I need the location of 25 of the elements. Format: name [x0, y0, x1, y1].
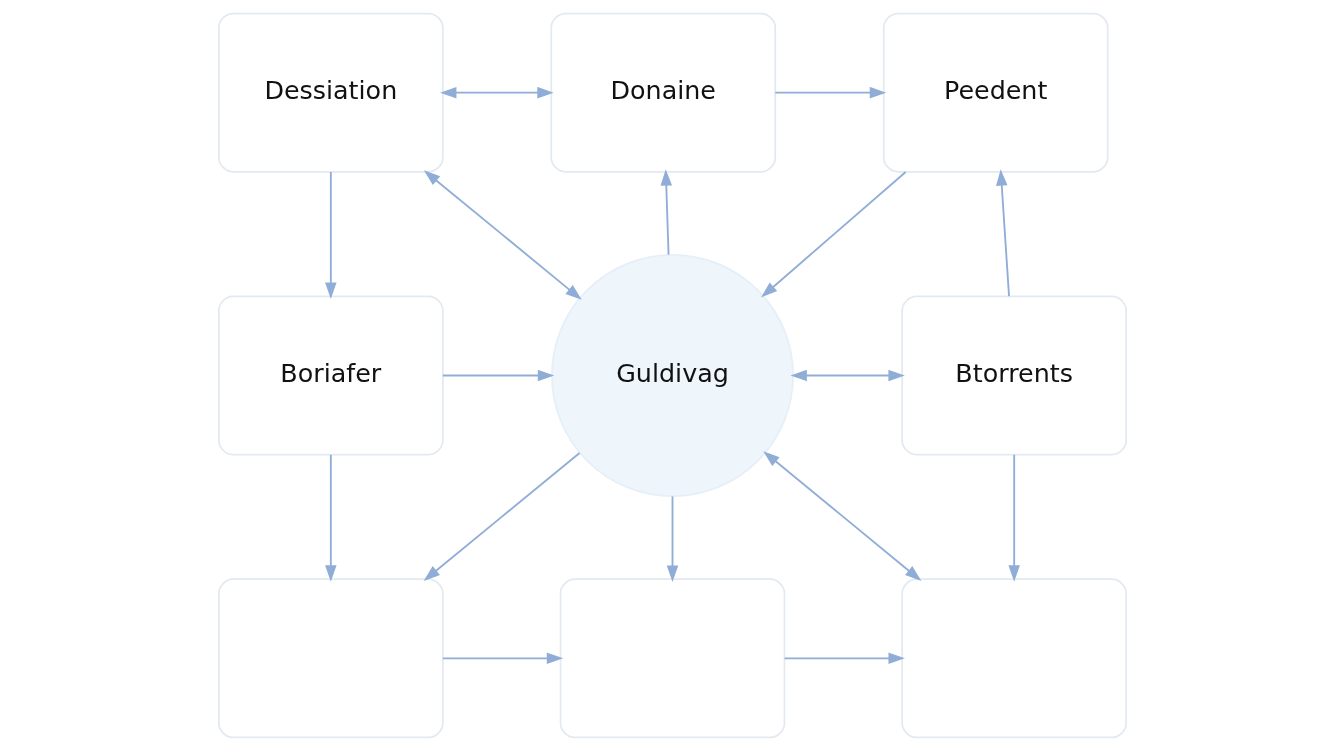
- node-circle: Guldivag: [550, 253, 794, 497]
- arrow: [324, 453, 337, 582]
- node-box: Peedent: [882, 12, 1109, 173]
- arrow: [773, 86, 886, 98]
- arrow: [790, 369, 905, 381]
- arrow: [441, 369, 554, 381]
- node-box: [217, 577, 444, 738]
- node-box: Dessiation: [217, 12, 444, 173]
- node-box: [900, 577, 1127, 738]
- arrow: [783, 652, 905, 664]
- node-box: Btorrents: [900, 295, 1127, 455]
- arrow: [666, 495, 678, 582]
- arrow: [439, 86, 554, 98]
- node-box: [559, 577, 785, 738]
- arrow: [660, 168, 672, 256]
- arrow: [762, 450, 921, 581]
- arrow: [760, 170, 907, 297]
- arrow: [441, 652, 563, 664]
- arrow: [423, 451, 580, 581]
- arrow: [423, 169, 582, 300]
- arrow: [324, 170, 337, 299]
- arrow: [995, 168, 1010, 297]
- node-box: Boriafer: [217, 295, 444, 455]
- node-box: Donaine: [549, 12, 776, 173]
- arrow: [1007, 453, 1020, 582]
